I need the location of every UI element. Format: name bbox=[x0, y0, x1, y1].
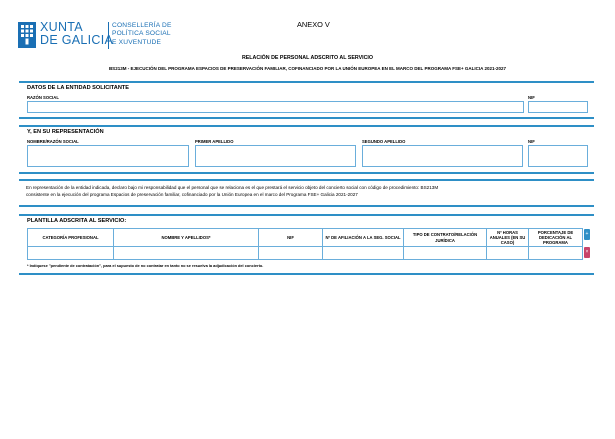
representative-section: Y, EN SU REPRESENTACIÓN NOMBRE/RAZÓN SOC… bbox=[19, 125, 594, 174]
close-icon: × bbox=[585, 249, 589, 255]
logo-wordmark: XUNTA DE GALICIA bbox=[40, 20, 114, 47]
rep-name-label: NOMBRE/RAZÓN SOCIAL bbox=[27, 139, 79, 144]
document-title: RELACIÓN DE PERSONAL ADSCRITO AL SERVICI… bbox=[241, 55, 374, 61]
staff-footnote: * Indíquese "pendiente de contratación",… bbox=[27, 263, 264, 268]
document-subtitle: BS213M - EJECUCIÓN DEL PROGRAMA ESPACIOS… bbox=[108, 66, 507, 71]
logo-divider bbox=[108, 22, 109, 49]
add-row-button[interactable]: + bbox=[584, 229, 590, 240]
rep-surname1-field[interactable] bbox=[195, 145, 356, 167]
col-dedication: PORCENTAJE DE DEDICACIÓN AL PROGRAMA bbox=[528, 228, 583, 247]
cell-social-security[interactable] bbox=[322, 246, 404, 260]
col-full-name: NOMBRE Y APELLIDOS* bbox=[113, 228, 259, 247]
col-category: CATEGORÍA PROFESIONAL bbox=[27, 228, 114, 247]
col-contract-type: TIPO DE CONTRATO/RELACIÓN JURÍDICA bbox=[403, 228, 487, 247]
annex-label: ANEXO V bbox=[297, 20, 330, 29]
xunta-emblem-icon bbox=[18, 22, 36, 48]
entity-name-field[interactable] bbox=[27, 101, 524, 113]
rep-surname2-field[interactable] bbox=[362, 145, 523, 167]
staff-section: PLANTILLA ADSCRITA AL SERVICIO: CATEGORÍ… bbox=[19, 214, 594, 275]
rep-nif-field[interactable] bbox=[528, 145, 588, 167]
staff-section-title: PLANTILLA ADSCRITA AL SERVICIO: bbox=[27, 218, 127, 224]
rep-nif-label: NIF bbox=[528, 139, 535, 144]
staff-table: CATEGORÍA PROFESIONAL NOMBRE Y APELLIDOS… bbox=[27, 228, 583, 260]
remove-row-button[interactable]: × bbox=[584, 247, 590, 258]
rep-name-field[interactable] bbox=[27, 145, 189, 167]
entity-section: DATOS DE LA ENTIDAD SOLICITANTE RAZÓN SO… bbox=[19, 81, 594, 119]
entity-nif-label: NIF bbox=[528, 95, 535, 100]
cell-annual-hours[interactable] bbox=[486, 246, 529, 260]
declaration-line-2: consistente en la ejecución del programa… bbox=[26, 192, 358, 197]
col-annual-hours: Nº HORAS ANUALES (EN SU CASO) bbox=[486, 228, 529, 247]
cell-nif[interactable] bbox=[258, 246, 323, 260]
cell-category[interactable] bbox=[27, 246, 114, 260]
col-nif: NIF bbox=[258, 228, 323, 247]
declaration-line-1: En representación de la entidad indicada… bbox=[26, 185, 439, 190]
staff-table-header: CATEGORÍA PROFESIONAL NOMBRE Y APELLIDOS… bbox=[27, 228, 583, 247]
plus-icon: + bbox=[585, 231, 589, 237]
representative-section-title: Y, EN SU REPRESENTACIÓN bbox=[27, 129, 104, 135]
declaration-section: En representación de la entidad indicada… bbox=[19, 179, 594, 207]
cell-dedication[interactable] bbox=[528, 246, 583, 260]
xunta-logo: XUNTA DE GALICIA CONSELLERÍA DE POLÍTICA… bbox=[18, 20, 218, 52]
entity-nif-field[interactable] bbox=[528, 101, 588, 113]
department-name: CONSELLERÍA DE POLÍTICA SOCIAL E XUVENTU… bbox=[112, 22, 172, 46]
declaration-text: En representación de la entidad indicada… bbox=[26, 184, 588, 198]
cell-full-name[interactable] bbox=[113, 246, 259, 260]
entity-section-title: DATOS DE LA ENTIDAD SOLICITANTE bbox=[27, 85, 130, 91]
col-social-security: Nº DE AFILIACIÓN A LA SEG. SOCIAL bbox=[322, 228, 404, 247]
entity-name-label: RAZÓN SOCIAL bbox=[27, 95, 59, 100]
rep-surname2-label: SEGUNDO APELLIDO bbox=[362, 139, 406, 144]
table-row bbox=[27, 246, 583, 260]
cell-contract-type[interactable] bbox=[403, 246, 487, 260]
rep-surname1-label: PRIMER APELLIDO bbox=[195, 139, 234, 144]
